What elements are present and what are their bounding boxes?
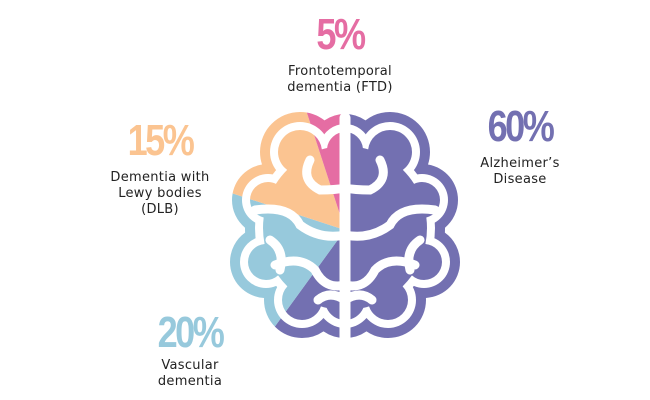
text-ftd-1: Frontotemporal	[288, 64, 392, 79]
brain-folds	[250, 112, 440, 344]
label-dlb: 15% Dementia with Lewy bodies (DLB)	[60, 116, 260, 218]
label-ftd: 5% Frontotemporal dementia (FTD)	[240, 10, 440, 96]
pct-ftd: 5%	[316, 10, 366, 59]
text-dlb-3: (DLB)	[141, 202, 179, 217]
text-alzheimers-2: Disease	[493, 172, 547, 187]
text-dlb-2: Lewy bodies	[118, 186, 202, 201]
pct-vascular: 20%	[157, 308, 225, 357]
text-ftd-2: dementia (FTD)	[287, 80, 393, 95]
text-dlb-1: Dementia with	[110, 170, 210, 185]
pie-inner-slice-3	[303, 130, 345, 230]
text-alzheimers-1: Alzheimer’s	[480, 156, 560, 171]
label-alzheimers: 60% Alzheimer’s Disease	[460, 102, 580, 188]
text-vascular-2: dementia	[157, 374, 223, 389]
text-vascular-1: Vascular	[161, 358, 219, 373]
pct-dlb: 15%	[127, 116, 195, 165]
label-vascular: 20% Vascular dementia	[140, 308, 240, 390]
pct-alzheimers: 60%	[487, 102, 555, 151]
